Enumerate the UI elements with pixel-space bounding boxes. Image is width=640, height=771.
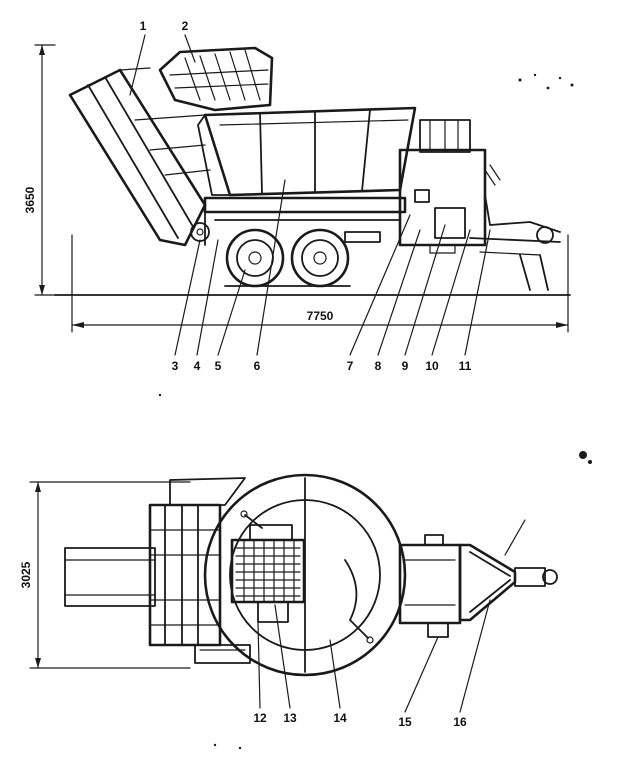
scan-speckles xyxy=(518,73,574,90)
drawbar xyxy=(469,164,561,291)
callout-5: 5 xyxy=(215,359,222,373)
callout-4: 4 xyxy=(194,359,201,373)
callout-2: 2 xyxy=(182,19,189,33)
top-hopper xyxy=(203,473,407,677)
callout-8: 8 xyxy=(375,359,382,373)
callout-13: 13 xyxy=(283,711,297,725)
length-dimension: 7750 xyxy=(71,234,569,333)
callout-14: 14 xyxy=(333,711,347,725)
wheels xyxy=(224,228,351,288)
width-dimension: 3025 xyxy=(19,481,191,669)
callout-7: 7 xyxy=(347,359,354,373)
callout-16: 16 xyxy=(453,715,467,729)
side-view: 3650 7750 xyxy=(23,19,574,373)
cleaning-drum-grid xyxy=(235,539,301,603)
chassis-frame xyxy=(203,196,407,246)
callout-3: 3 xyxy=(172,359,179,373)
height-dimension: 3650 xyxy=(23,44,56,296)
height-dimension-label: 3650 xyxy=(23,186,37,213)
callout-12: 12 xyxy=(253,711,267,725)
air-duct-conveyor xyxy=(158,46,274,112)
scan-speckles-lower xyxy=(158,393,592,750)
length-dimension-label: 7750 xyxy=(307,309,334,323)
callout-10: 10 xyxy=(425,359,439,373)
top-drawbar xyxy=(458,519,558,622)
callout-6: 6 xyxy=(254,359,261,373)
hopper xyxy=(197,106,417,197)
callout-15: 15 xyxy=(398,715,412,729)
width-dimension-label: 3025 xyxy=(19,561,33,588)
engine-block xyxy=(398,119,487,254)
callout-1: 1 xyxy=(140,19,147,33)
top-engine xyxy=(398,534,462,638)
picking-head xyxy=(68,67,211,247)
callout-11: 11 xyxy=(459,359,472,373)
callout-9: 9 xyxy=(402,359,409,373)
top-view: 3025 xyxy=(19,393,592,750)
top-picking-unit xyxy=(64,477,251,664)
